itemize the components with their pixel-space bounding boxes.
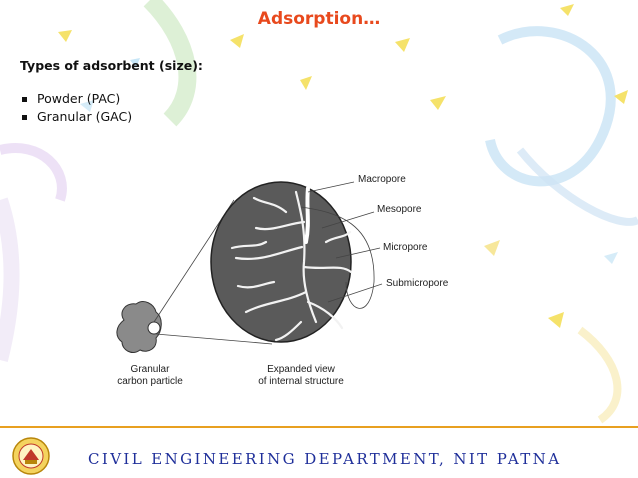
label-mesopore: Mesopore <box>377 204 422 215</box>
list-item-text: Powder (PAC) <box>37 91 121 106</box>
square-bullet-icon <box>22 96 27 102</box>
label-submicropore: Submicropore <box>386 278 449 289</box>
department-footer: CIVIL ENGINEERING DEPARTMENT, NIT PATNA <box>88 450 562 468</box>
list-item-text: Granular (GAC) <box>37 109 133 124</box>
square-bullet-icon <box>22 114 27 120</box>
label-expanded-view: Expanded view <box>267 364 335 375</box>
granular-particle-shape <box>116 301 162 353</box>
label-micropore: Micropore <box>383 242 428 253</box>
particle-highlight <box>147 321 161 335</box>
slide-title: Adsorption… <box>257 9 381 29</box>
adsorbent-types-list: Powder (PAC) Granular (GAC) <box>22 90 132 126</box>
label-internal-structure: of internal structure <box>258 376 344 387</box>
pore-channels <box>230 190 353 342</box>
list-item: Granular (GAC) <box>22 108 132 126</box>
footer-rule <box>0 426 638 428</box>
label-carbon-particle: carbon particle <box>117 376 183 387</box>
institute-seal-icon <box>12 437 50 475</box>
label-macropore: Macropore <box>358 174 406 185</box>
expanded-particle-shape <box>210 181 352 343</box>
section-heading: Types of adsorbent (size): <box>20 58 203 73</box>
list-item: Powder (PAC) <box>22 90 132 108</box>
pore-structure-diagram <box>116 181 383 353</box>
carbon-particle-figure: Macropore Mesopore Micropore Submicropor… <box>96 152 466 402</box>
label-granular: Granular <box>130 364 170 375</box>
